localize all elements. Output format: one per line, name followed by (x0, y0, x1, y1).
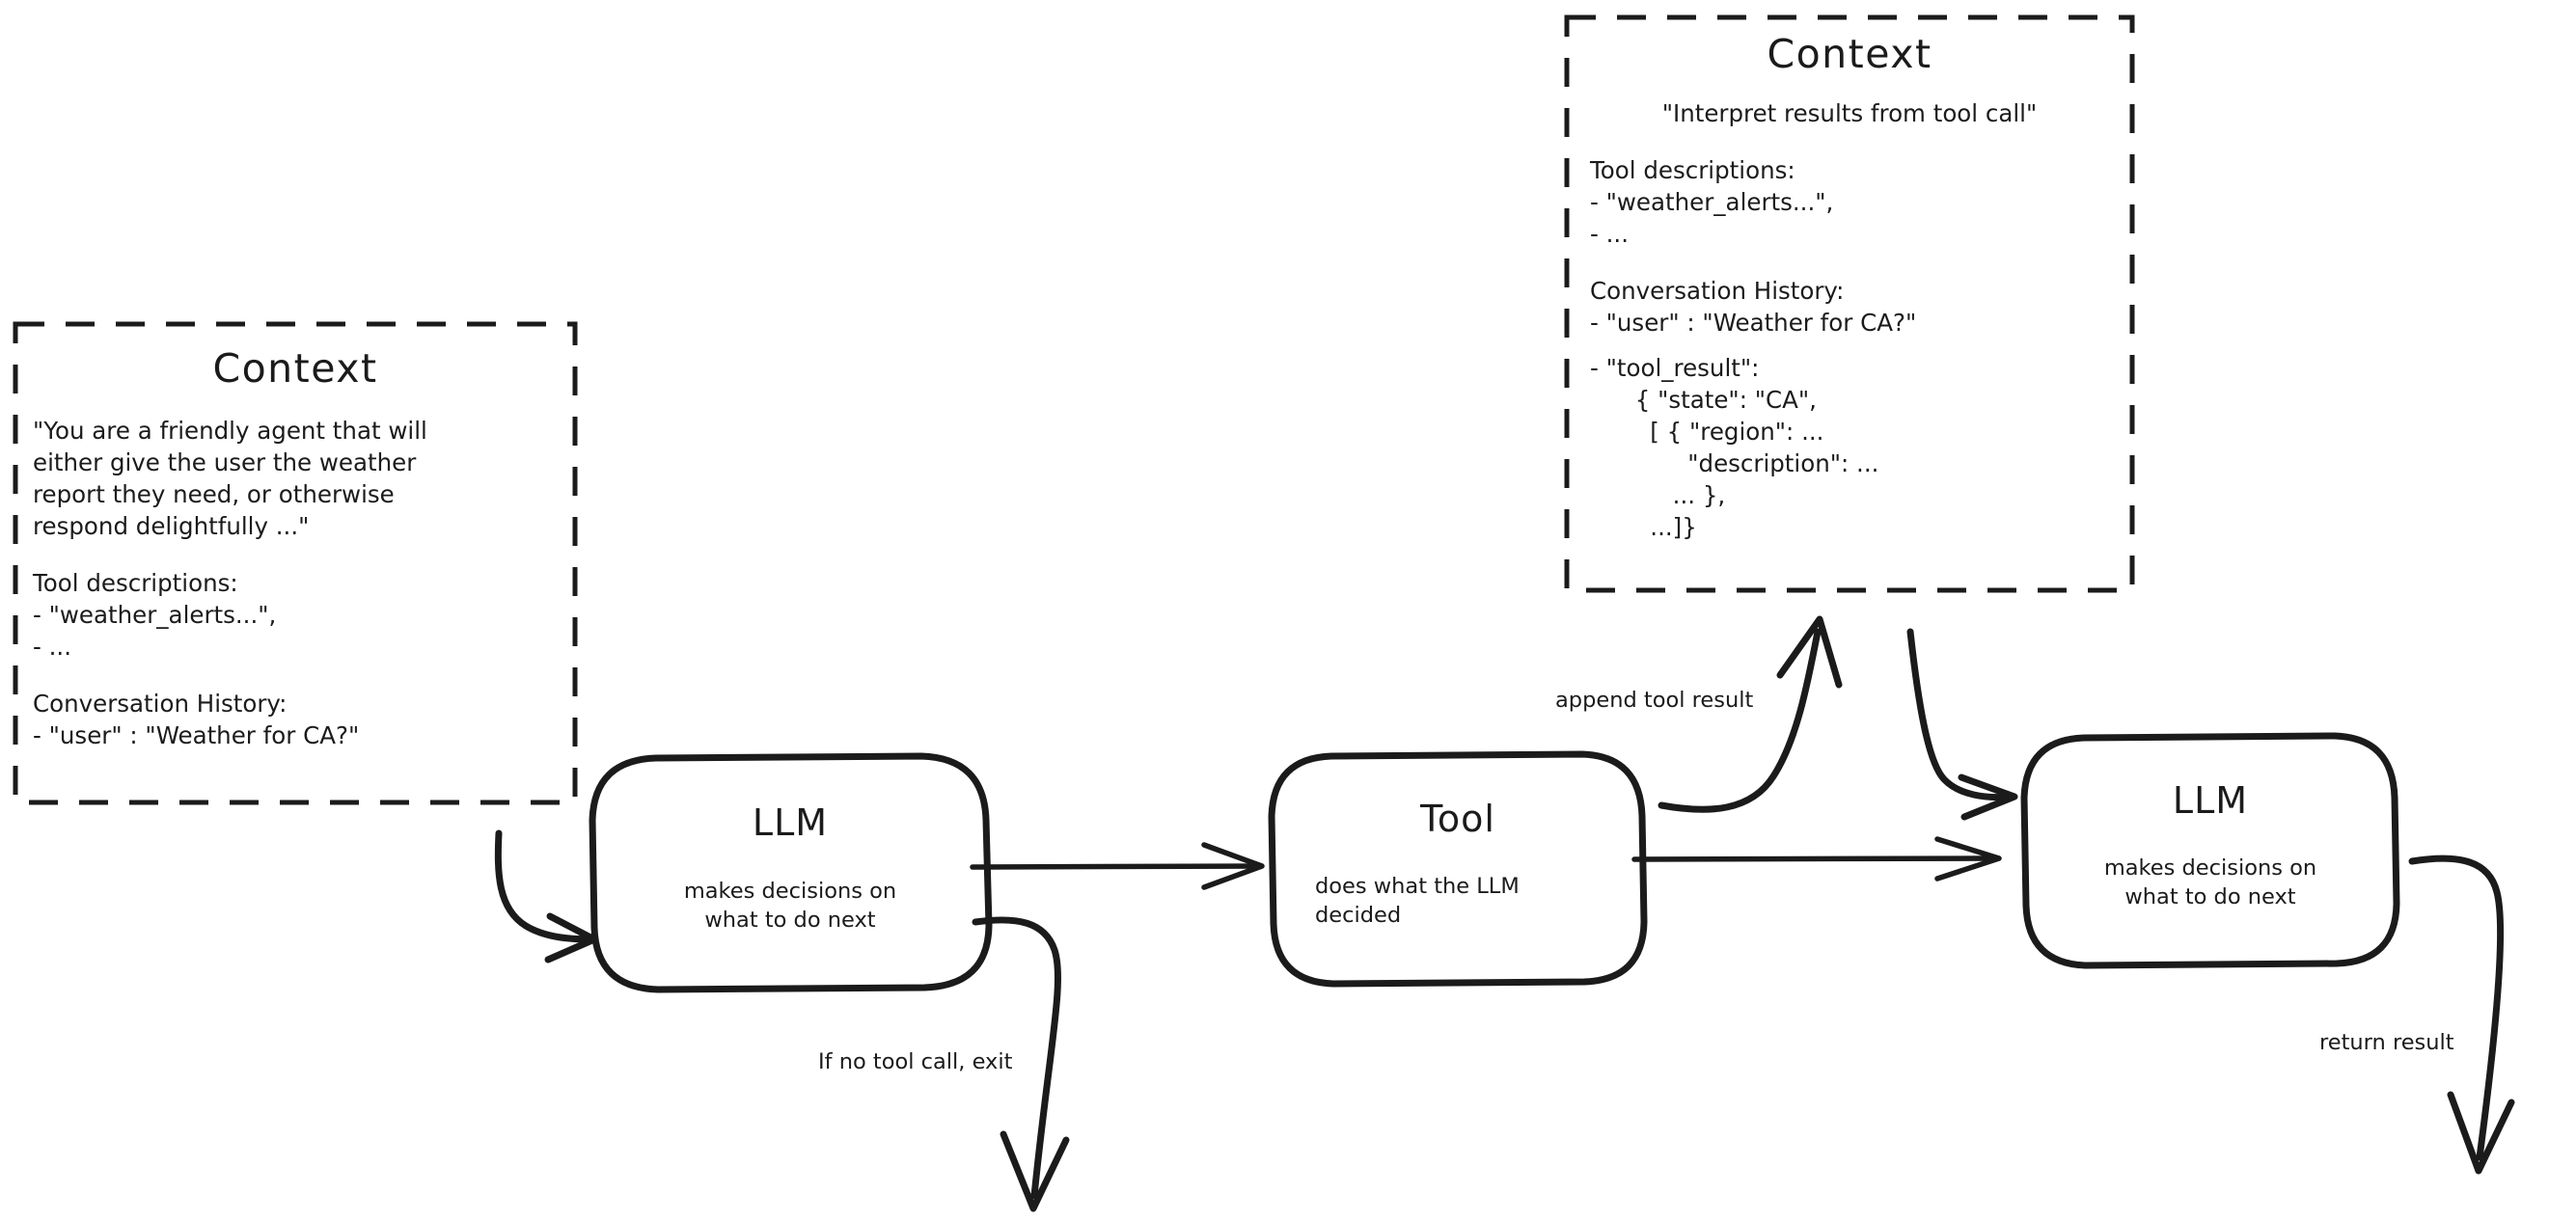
llm-2-node[interactable]: LLM makes decisions on what to do next (2024, 736, 2397, 965)
context-left-title: Context (212, 345, 378, 392)
context-right-panel: Context "Interpret results from tool cal… (1567, 17, 2132, 590)
context-right-tool-heading: Tool descriptions: (1590, 156, 1795, 184)
context-right-history-item-5: ... }, (1590, 481, 1726, 509)
llm-2-subtitle-line-1: what to do next (2124, 884, 2296, 909)
llm-1-subtitle-line-1: what to do next (704, 908, 876, 933)
context-right-title: Context (1767, 31, 1932, 77)
tool-node[interactable]: Tool does what the LLM decided (1272, 754, 1644, 984)
edge-label-append-tool-result: append tool result (1555, 688, 1754, 713)
context-left-system-prompt-line-1: either give the user the weather (33, 448, 417, 476)
llm-1-title: LLM (752, 801, 829, 844)
llm-2-title: LLM (2172, 779, 2249, 822)
context-left-border (13, 321, 578, 805)
edge-llm2-return (2408, 855, 2515, 1175)
context-right-history-heading: Conversation History: (1590, 277, 1845, 305)
context-right-tool-item-1: - ... (1590, 220, 1629, 248)
edge-label-return-result: return result (2319, 1030, 2454, 1055)
context-right-history-item-3: [ { "region": ... (1590, 418, 1824, 446)
edge-llm1-exit (972, 916, 1070, 1212)
context-left-tool-item-0: - "weather_alerts...", (33, 601, 277, 629)
edge-llm1-to-tool (970, 842, 1265, 890)
context-left-system-prompt-line-0: "You are a friendly agent that will (33, 417, 427, 445)
llm-2-subtitle-line-0: makes decisions on (2103, 855, 2317, 881)
edge-tool-to-llm2 (1631, 836, 2002, 882)
llm-1-box[interactable] (589, 752, 993, 993)
context-right-system-prompt-line-0: "Interpret results from tool call" (1661, 99, 2038, 127)
edge-label-if-no-tool-call-exit: If no tool call, exit (818, 1049, 1013, 1074)
context-left-panel: Context "You are a friendly agent that w… (15, 324, 575, 802)
context-left-history-item-0: - "user" : "Weather for CA?" (33, 721, 360, 749)
llm-1-node[interactable]: LLM makes decisions on what to do next (592, 756, 988, 990)
context-right-history-item-2: { "state": "CA", (1590, 386, 1817, 414)
context-left-tool-heading: Tool descriptions: (33, 569, 238, 597)
context-right-history-item-4: "description": ... (1590, 449, 1879, 477)
context-left-system-prompt-line-2: report they need, or otherwise (33, 480, 395, 508)
tool-subtitle-line-0: does what the LLM (1315, 874, 1520, 899)
context-right-history-item-0: - "user" : "Weather for CA?" (1590, 309, 1917, 337)
edge-context-to-llm2 (1906, 628, 2018, 821)
edge-tool-to-context (1658, 615, 1843, 813)
llm-2-box[interactable] (2020, 732, 2400, 969)
llm-1-subtitle-line-0: makes decisions on (683, 879, 897, 904)
tool-title: Tool (1420, 798, 1495, 840)
context-left-history-heading: Conversation History: (33, 690, 288, 718)
context-right-tool-item-0: - "weather_alerts...", (1590, 188, 1834, 216)
context-right-history-item-1: - "tool_result": (1590, 354, 1760, 382)
context-right-border (1564, 14, 2135, 593)
tool-subtitle-line-1: decided (1315, 903, 1402, 928)
tool-box[interactable] (1268, 750, 1648, 988)
context-left-system-prompt-line-3: respond delightfully ..." (33, 512, 310, 540)
context-right-history-item-6: ...]} (1590, 513, 1697, 541)
context-left-tool-item-1: - ... (33, 633, 71, 661)
edge-context-to-llm1 (494, 829, 598, 963)
